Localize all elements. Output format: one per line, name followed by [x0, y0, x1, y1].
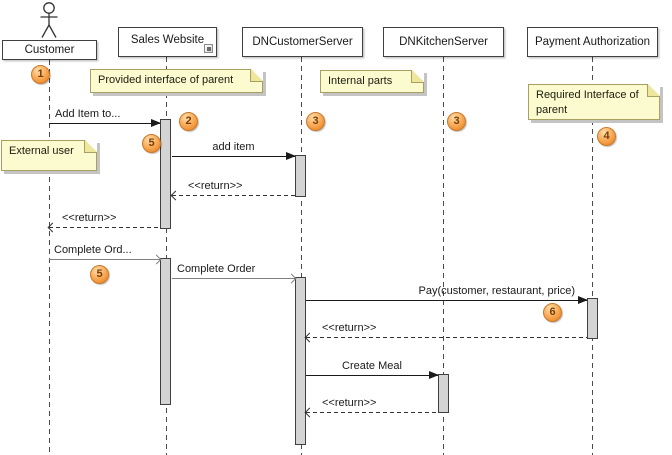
activation-dncustomerserver-1[interactable] [295, 155, 306, 197]
message-line [172, 195, 295, 196]
note-fold-icon [647, 84, 660, 97]
note-text: Provided interface of parent [98, 74, 234, 86]
note-fold-icon [84, 140, 97, 153]
header-sales-website[interactable]: Sales Website [118, 27, 217, 57]
message-label: Pay(customer, restaurant, price) [418, 285, 575, 297]
message-line [306, 337, 587, 338]
note-fold-icon [250, 69, 263, 82]
header-dnkitchenserver[interactable]: DNKitchenServer [383, 27, 504, 57]
filled-arrowhead-icon [151, 119, 161, 127]
activation-sales-website-2[interactable] [160, 258, 171, 405]
message-line [172, 156, 295, 157]
step-badge-2[interactable]: 2 [179, 112, 198, 131]
note-required-interface[interactable]: Required Interface of parent [528, 84, 660, 120]
header-payment-authorization[interactable]: Payment Authorization [527, 27, 658, 57]
filled-arrowhead-icon [429, 371, 439, 379]
note-external-user[interactable]: External user [1, 140, 97, 171]
step-badge-5a[interactable]: 5 [142, 134, 161, 153]
message-label: add item [212, 141, 255, 153]
step-badge-3a[interactable]: 3 [306, 112, 325, 131]
open-arrowhead-icon [170, 190, 181, 200]
note-provided-interface[interactable]: Provided interface of parent [90, 69, 263, 93]
step-badge-5b[interactable]: 5 [90, 265, 109, 284]
message-label: <<return>> [322, 322, 377, 334]
message-line [49, 259, 160, 260]
lifeline-payment-authorization[interactable] [592, 57, 593, 455]
activation-payment-authorization[interactable] [587, 298, 598, 339]
note-internal-parts[interactable]: Internal parts [320, 70, 424, 93]
message-label: Complete Ord... [54, 244, 132, 256]
message-line [172, 278, 295, 279]
note-text: Required Interface of parent [536, 89, 639, 116]
step-badge-1[interactable]: 1 [31, 65, 50, 84]
lifeline-name: DNCustomerServer [252, 36, 353, 48]
step-badge-3b[interactable]: 3 [447, 112, 466, 131]
message-label: Complete Order [177, 263, 256, 275]
open-arrowhead-icon [304, 407, 315, 417]
lifeline-name: Sales Website [130, 34, 205, 46]
note-fold-icon [411, 70, 424, 83]
step-badge-4[interactable]: 4 [597, 127, 616, 146]
lifeline-name: Payment Authorization [534, 36, 651, 48]
message-line [306, 375, 438, 376]
lifeline-dncustomerserver[interactable] [301, 57, 302, 455]
note-text: Internal parts [328, 75, 393, 87]
open-arrowhead-icon [304, 332, 315, 342]
note-text: External user [9, 145, 74, 157]
filled-arrowhead-icon [286, 152, 296, 160]
message-line [49, 123, 160, 124]
header-dncustomerserver[interactable]: DNCustomerServer [242, 27, 363, 57]
message-label: <<return>> [322, 397, 377, 409]
filled-arrowhead-icon [578, 296, 588, 304]
step-badge-6[interactable]: 6 [543, 303, 562, 322]
message-label: Create Meal [342, 360, 402, 372]
lifeline-customer[interactable] [49, 60, 50, 455]
message-label: Add Item to... [55, 108, 121, 120]
header-customer[interactable]: Customer [2, 40, 97, 60]
lifeline-sales-website[interactable] [166, 57, 167, 455]
activation-dncustomerserver-2[interactable] [295, 277, 306, 445]
message-label: <<return>> [188, 180, 243, 192]
message-line [49, 227, 160, 228]
reference-expand-icon[interactable] [204, 44, 213, 53]
activation-dnkitchenserver[interactable] [438, 374, 449, 413]
message-label: <<return>> [62, 212, 117, 224]
lifeline-name: Customer [24, 44, 75, 56]
activation-sales-website-1[interactable] [160, 119, 171, 229]
lifeline-dnkitchenserver[interactable] [443, 57, 444, 455]
actor-icon[interactable] [37, 1, 61, 39]
lifeline-name: DNKitchenServer [399, 36, 488, 48]
message-line [306, 300, 587, 301]
message-line [306, 412, 438, 413]
